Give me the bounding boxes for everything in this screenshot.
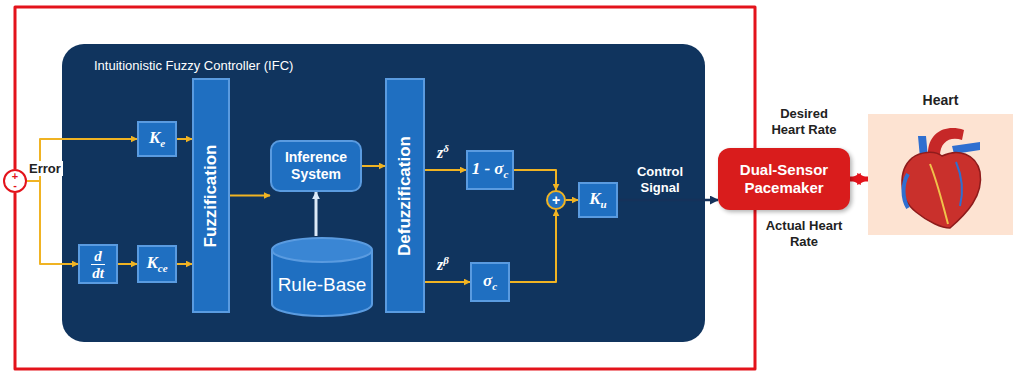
signal-label: zδ: [437, 142, 449, 162]
node-text: Dual-Sensor Pacemaker: [718, 161, 850, 197]
error-junction: +-: [3, 169, 27, 193]
gain-block: Ke: [137, 121, 177, 157]
signal-arrow: [566, 199, 578, 201]
gain-block: Ku: [578, 182, 618, 218]
signal-arrow: [230, 195, 270, 197]
signal-label: Control Signal: [624, 164, 696, 196]
node-text: Ku: [589, 189, 606, 210]
node-text: +: [12, 172, 18, 181]
node-text: Defuzzification: [395, 136, 415, 256]
signal-arrow: [850, 177, 868, 182]
inference-block: Inference System: [270, 140, 362, 192]
signal-arrow: [315, 192, 318, 236]
signal-label: Desired Heart Rate: [762, 106, 846, 138]
signal-arrow: [514, 170, 556, 190]
signal-arrow: [362, 165, 385, 167]
controller-panel: Intuitionistic Fuzzy Controller (IFC) Ke d…: [62, 44, 705, 342]
node-text: -: [13, 181, 17, 190]
heart-drawing: [868, 114, 1013, 235]
signal-label: Error: [27, 161, 63, 176]
signal-arrow: [618, 199, 718, 202]
rule-base-cylinder: Rule-Base: [270, 236, 374, 318]
node-text: σc: [483, 271, 497, 292]
pacemaker-box: Dual-Sensor Pacemaker: [718, 148, 850, 210]
weight-block: 1 - σc: [466, 150, 514, 190]
node-text: Inference System: [272, 149, 360, 183]
summing-junction: +: [546, 190, 566, 210]
signal-label: zβ: [437, 254, 449, 274]
signal-arrow: [425, 281, 470, 283]
gain-block: Kce: [137, 245, 177, 283]
signal-arrow: [425, 169, 466, 171]
node-text: d: [91, 248, 105, 265]
signal-arrow: [27, 181, 78, 264]
panel-ground: [62, 44, 705, 342]
node-text: Ke: [149, 128, 165, 149]
node-text: Rule-Base: [278, 274, 367, 296]
node-text: Fuzzification: [201, 144, 221, 247]
defuzzification-block: Defuzzification: [385, 78, 425, 313]
fuzzification-block: Fuzzification: [192, 78, 230, 313]
node-text: +: [552, 193, 560, 207]
signal-arrow: [27, 139, 137, 181]
heart-image: Heart: [868, 92, 1013, 235]
node-text: Intuitionistic Fuzzy Controller (IFC): [94, 58, 293, 73]
signal-label: Actual Heart Rate: [762, 218, 846, 250]
derivative-block: ddt: [78, 244, 118, 284]
weight-block: σc: [470, 262, 510, 302]
node-text: 1 - σc: [472, 159, 509, 180]
signal-arrow: [118, 263, 137, 265]
signal-arrow: [177, 138, 192, 140]
heart-illustration: [868, 114, 1013, 235]
heading: Heart: [923, 92, 959, 114]
node-text: Kce: [146, 253, 167, 274]
node-text: dt: [89, 265, 107, 281]
signal-arrow: [510, 210, 556, 282]
signal-arrow: [177, 263, 192, 265]
